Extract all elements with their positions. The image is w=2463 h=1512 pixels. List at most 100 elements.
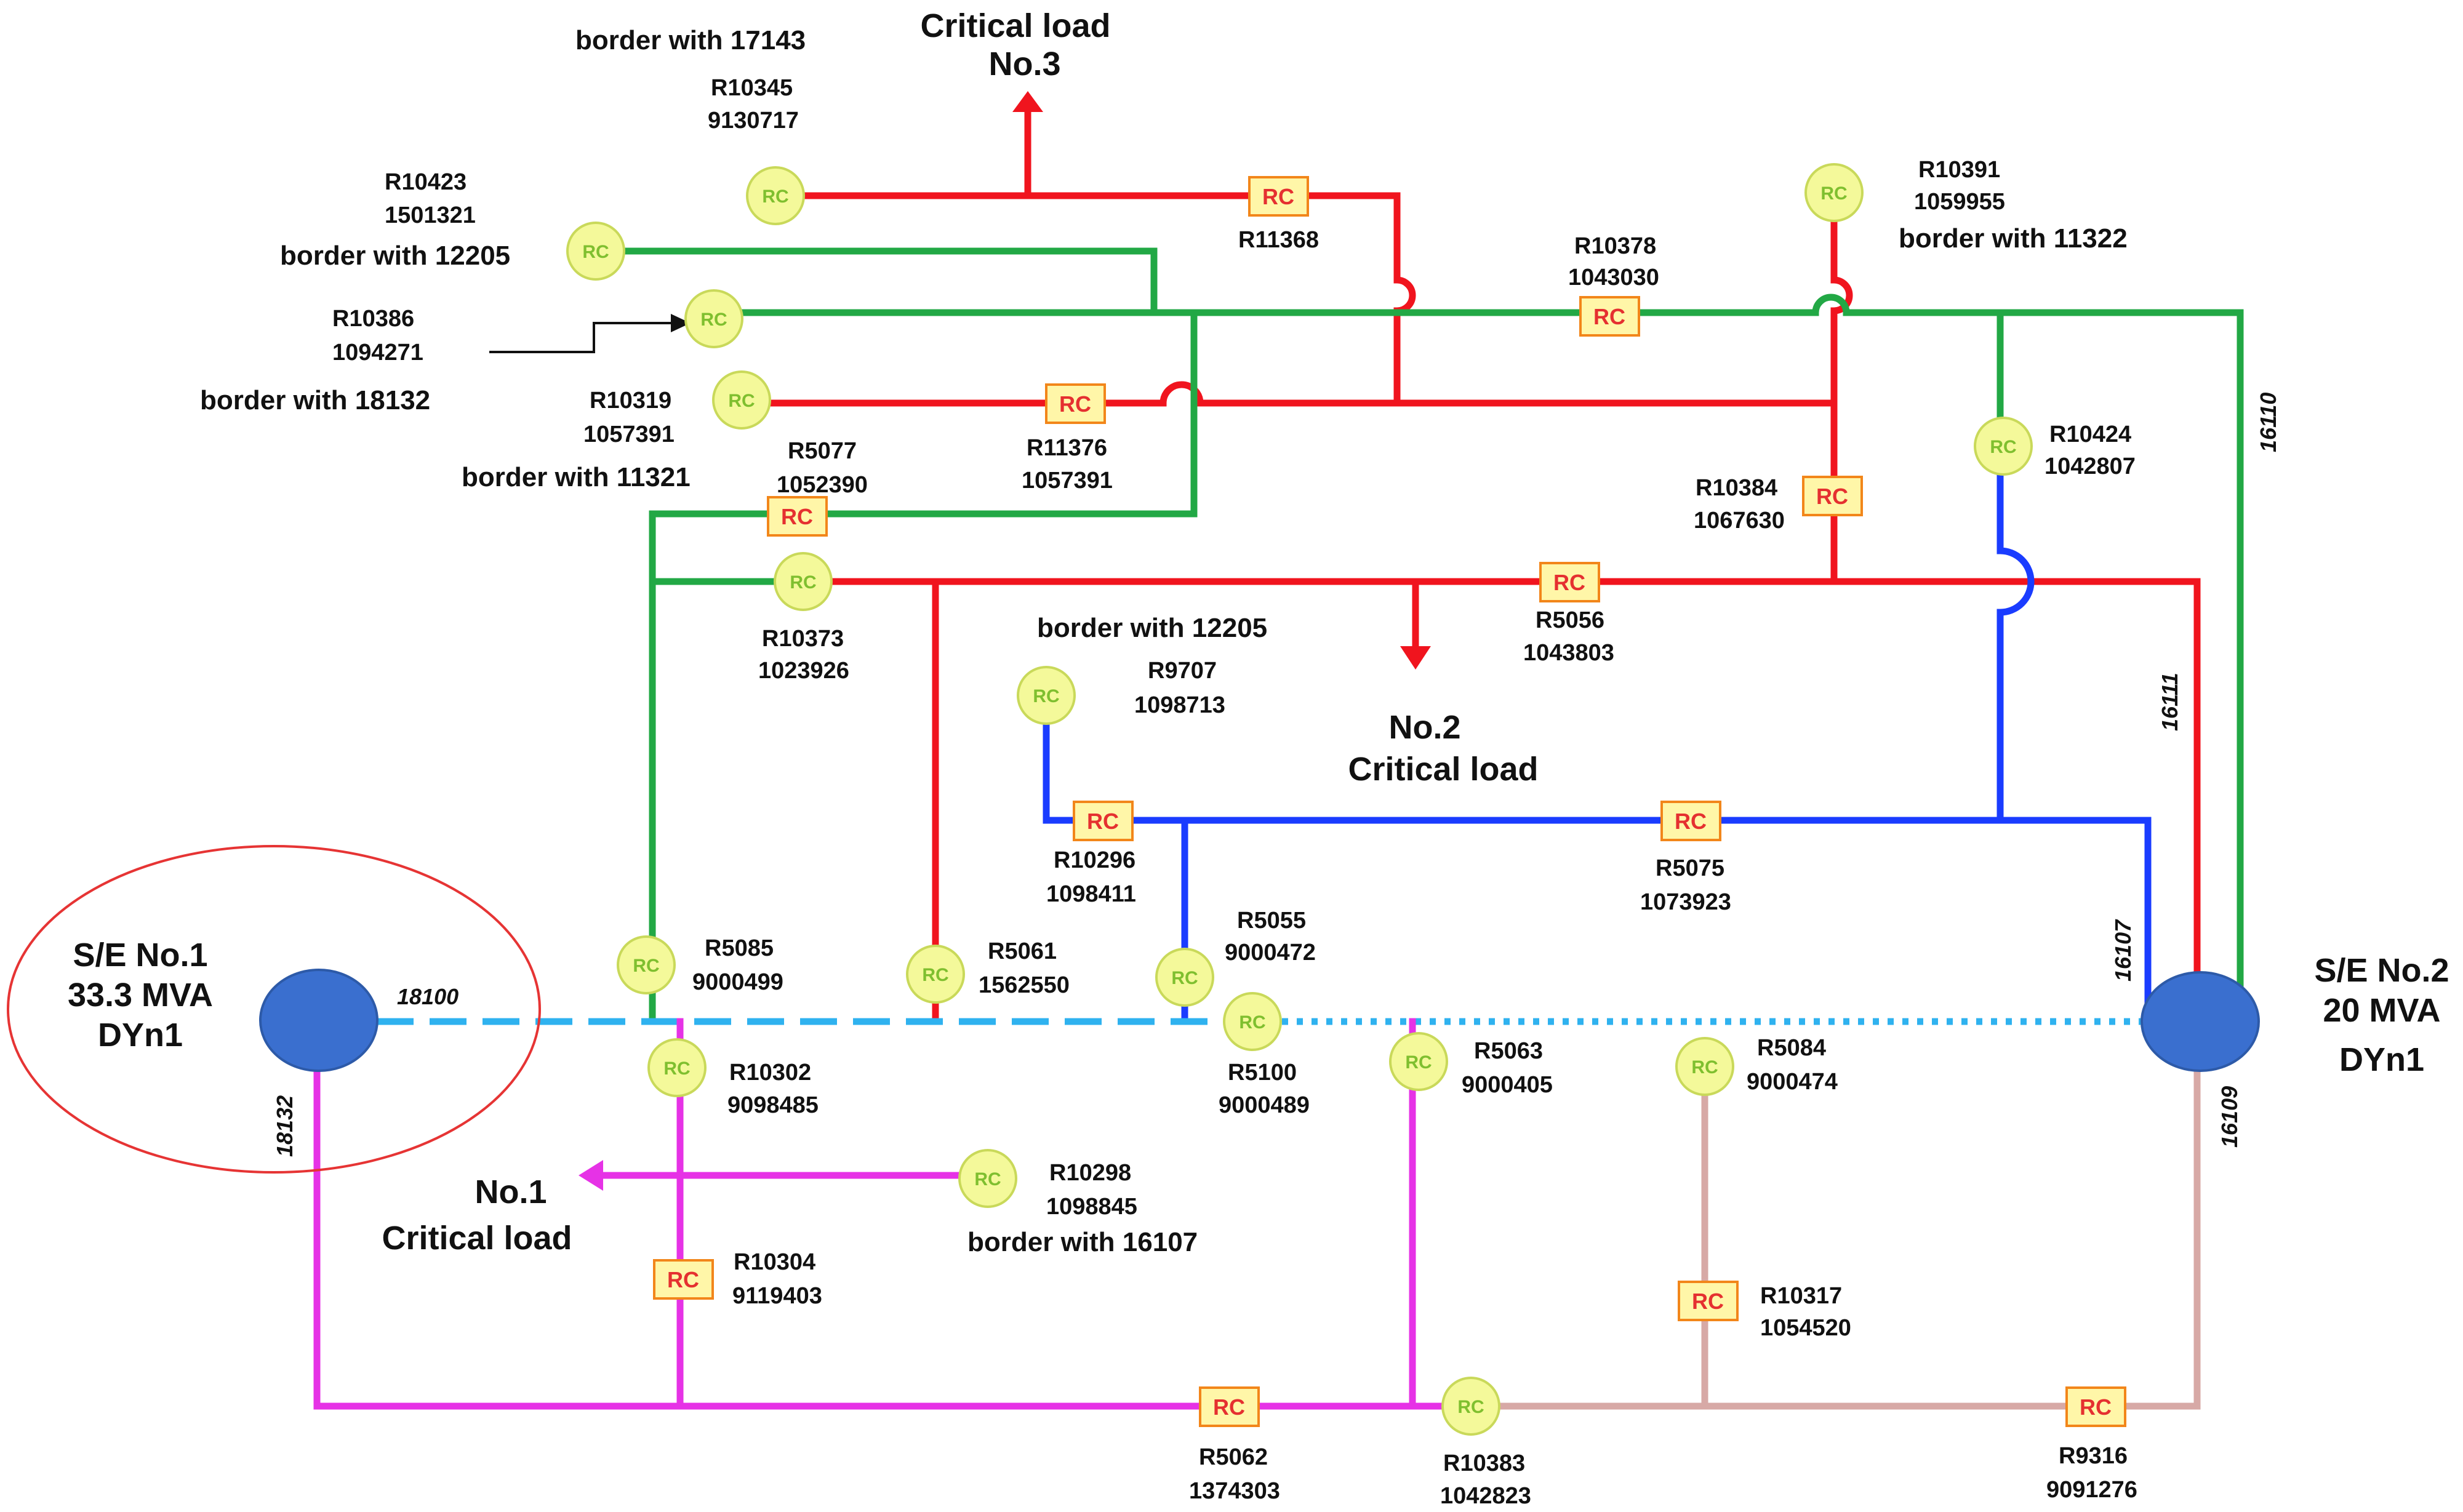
svg-text:RC: RC [1691, 1057, 1718, 1078]
feeder-16109-label: 16109 [2217, 1086, 2242, 1148]
label-r9707: R9707 [1148, 658, 1217, 684]
rc-switch-r5084[interactable]: RC [1675, 1037, 1734, 1096]
label-1098713: 1098713 [1134, 692, 1225, 718]
green-r10423-line [592, 247, 1158, 316]
label-1057391a: 1057391 [583, 422, 675, 447]
blue-r10424-line [1996, 455, 2035, 824]
label-r5056: R5056 [1536, 607, 1604, 633]
rc-box-r10317[interactable]: RC [1678, 1281, 1739, 1321]
rc-switch-r5100[interactable]: RC [1223, 992, 1282, 1051]
svg-text:RC: RC [663, 1058, 690, 1079]
label-1098411: 1098411 [1046, 881, 1136, 907]
critical-load-3-line1: Critical load [920, 7, 1110, 44]
label-r10298: R10298 [1049, 1160, 1131, 1186]
rc-box-r10378[interactable]: RC [1579, 296, 1640, 337]
label-1059955: 1059955 [1914, 189, 2005, 215]
label-r10383: R10383 [1443, 1450, 1525, 1476]
label-r10424: R10424 [2049, 422, 2131, 447]
label-r5055: R5055 [1237, 908, 1306, 934]
svg-text:RC: RC [1262, 184, 1294, 209]
border-11321: border with 11321 [462, 462, 691, 492]
label-9130717: 9130717 [708, 108, 799, 134]
svg-text:RC: RC [781, 504, 813, 529]
label-9091276: 9091276 [2046, 1477, 2137, 1503]
rc-switch-r5055[interactable]: RC [1155, 948, 1214, 1007]
rc-box-r5062[interactable]: RC [1199, 1386, 1260, 1427]
label-1042807: 1042807 [2044, 454, 2136, 479]
rc-box-r11376[interactable]: RC [1045, 383, 1106, 424]
rc-switch-r5085[interactable]: RC [617, 935, 676, 994]
label-1562550: 1562550 [979, 972, 1070, 998]
red-second-feeder [738, 381, 1838, 417]
svg-text:RC: RC [1990, 437, 2016, 457]
rc-box-r10296[interactable]: RC [1073, 801, 1134, 841]
label-r10317: R10317 [1760, 1283, 1842, 1309]
svg-text:RC: RC [1087, 809, 1119, 834]
rc-switch-r5063[interactable]: RC [1389, 1032, 1448, 1091]
rc-switch-r10423[interactable]: RC [566, 222, 625, 281]
label-9098485: 9098485 [727, 1092, 819, 1118]
feeder-18132-label: 18132 [272, 1095, 297, 1157]
rc-box-r5056[interactable]: RC [1539, 562, 1600, 602]
label-r10319: R10319 [590, 388, 671, 414]
rc-box-r5077[interactable]: RC [767, 496, 828, 537]
svg-text:RC: RC [1213, 1394, 1245, 1420]
label-9000474: 9000474 [1747, 1069, 1838, 1095]
critical-load-1-arrow [579, 1160, 603, 1191]
label-r5075: R5075 [1656, 855, 1724, 881]
svg-text:RC: RC [667, 1267, 699, 1292]
red-vertical-r10391 [1830, 206, 1853, 585]
rc-switch-r10373[interactable]: RC [774, 552, 833, 611]
r10386-pointer-arrow [489, 322, 683, 353]
rc-switch-r10424[interactable]: RC [1974, 417, 2033, 476]
rc-box-r11368[interactable]: RC [1248, 176, 1309, 217]
label-1094271: 1094271 [332, 340, 423, 366]
rc-switch-r9707[interactable]: RC [1017, 666, 1076, 725]
rc-switch-r10298[interactable]: RC [958, 1149, 1017, 1208]
label-1098845: 1098845 [1046, 1194, 1137, 1220]
label-r5100: R5100 [1228, 1060, 1297, 1086]
border-11322: border with 11322 [1899, 223, 2128, 254]
label-9000489: 9000489 [1219, 1092, 1310, 1118]
critical-load-2-arrow [1400, 646, 1431, 670]
svg-text:RC: RC [1405, 1052, 1432, 1073]
label-r10378: R10378 [1574, 233, 1656, 259]
label-r5062: R5062 [1199, 1444, 1268, 1470]
label-1052390: 1052390 [777, 472, 868, 498]
rc-box-r9316[interactable]: RC [2065, 1386, 2126, 1427]
svg-text:RC: RC [790, 572, 816, 593]
svg-text:RC: RC [1816, 484, 1848, 509]
svg-text:RC: RC [582, 242, 609, 262]
svg-text:RC: RC [762, 186, 788, 207]
label-r5084: R5084 [1757, 1035, 1826, 1061]
rc-box-r5075[interactable]: RC [1660, 801, 1721, 841]
svg-text:RC: RC [700, 310, 727, 330]
label-r11368: R11368 [1238, 227, 1319, 253]
rc-switch-r10386[interactable]: RC [684, 289, 743, 348]
critical-load-2-line2: Critical load [1348, 751, 1538, 788]
rc-switch-r5061[interactable]: RC [906, 945, 965, 1004]
svg-text:RC: RC [1059, 391, 1091, 417]
green-r5077-loop [649, 309, 1198, 1025]
rc-box-r10384[interactable]: RC [1802, 476, 1863, 516]
rc-switch-r10345[interactable]: RC [746, 166, 805, 225]
substation-1-bus[interactable] [259, 969, 378, 1072]
se1-name: S/E No.1 [73, 937, 207, 974]
label-1374303: 1374303 [1189, 1478, 1280, 1504]
critical-load-2-line1: No.2 [1388, 709, 1460, 746]
rc-switch-r10383[interactable]: RC [1441, 1377, 1500, 1436]
svg-text:RC: RC [633, 956, 659, 976]
label-1043803: 1043803 [1523, 640, 1614, 666]
r10386-pointer-head [671, 314, 691, 332]
svg-text:RC: RC [2080, 1394, 2112, 1420]
device-labels: border with 17143 R10345 9130717 R10423 … [200, 25, 2137, 1509]
rc-switch-r10391[interactable]: RC [1804, 163, 1864, 222]
rc-switch-r10302[interactable]: RC [647, 1038, 707, 1097]
magenta-feeder-network [313, 1018, 1475, 1410]
rc-box-r10304[interactable]: RC [653, 1259, 714, 1300]
se1-rating: 33.3 MVA [68, 977, 213, 1014]
substation-2-bus[interactable] [2141, 971, 2260, 1072]
rc-switch-r10319[interactable]: RC [712, 370, 771, 430]
critical-load-1-line2: Critical load [382, 1220, 572, 1257]
svg-text:RC: RC [1820, 183, 1847, 204]
